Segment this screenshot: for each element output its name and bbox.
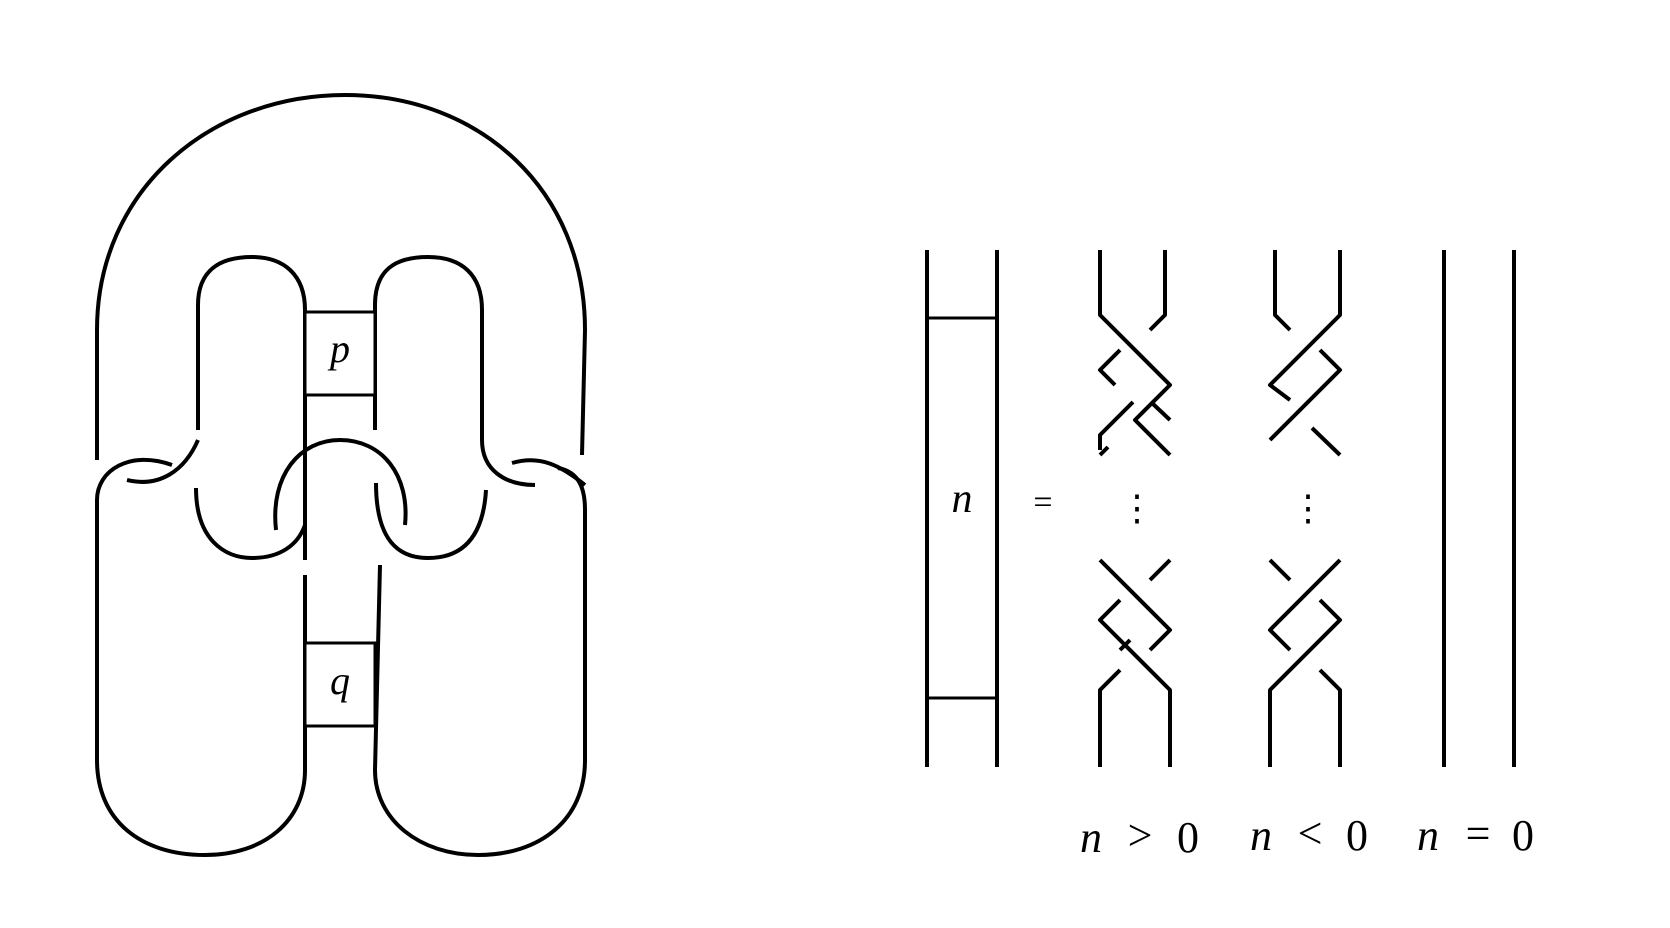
svg-text:0: 0 [1177,813,1199,862]
left-lower-lobe [95,458,307,857]
negative-twists: ⋮ [1268,250,1342,767]
case-label-negative: n < 0 [1250,809,1368,860]
positive-twists: ⋮ [1098,250,1172,767]
case-label-positive: n > 0 [1080,811,1199,862]
dots-positive: ⋮ [1119,488,1155,528]
left-upper-lobe [196,255,307,560]
box-label-n: n [952,476,973,522]
svg-text:n: n [1080,813,1102,862]
middle-arch [273,438,408,531]
right-lower-hook [374,482,488,560]
case-label-zero: n = 0 [1417,809,1534,860]
zero-twists [1442,250,1516,767]
left-lower-hook [194,487,307,560]
svg-text:n: n [1417,811,1439,860]
right-lower-lobe [373,466,587,857]
left-clasp [126,439,200,484]
svg-text:=: = [1466,809,1491,858]
svg-text:0: 0 [1346,811,1368,860]
equals-sign: = [1033,484,1052,521]
outer-arch [95,93,587,460]
twist-box-q: q [303,641,377,728]
twist-legend: n = ⋮ ⋮ [925,250,1534,862]
n-box-diagram: n [925,250,999,767]
knot-diagram: p q [95,93,587,857]
right-upper-lobe [373,255,536,487]
twist-box-p: p [303,310,377,397]
svg-text:0: 0 [1512,811,1534,860]
box-label-p: p [327,326,350,371]
right-clasp [511,458,587,487]
dots-negative: ⋮ [1290,488,1326,528]
svg-text:>: > [1128,811,1153,860]
svg-text:<: < [1298,809,1323,858]
box-label-q: q [330,658,350,703]
svg-text:n: n [1250,811,1272,860]
